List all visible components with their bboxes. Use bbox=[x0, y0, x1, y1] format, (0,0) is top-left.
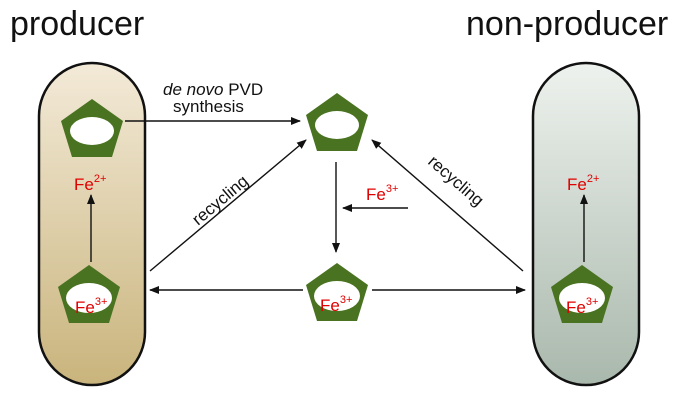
nonproducer-title: non-producer bbox=[466, 5, 668, 43]
fe3-label-center: Fe3+ bbox=[320, 294, 352, 315]
empty-siderophore-icon bbox=[315, 111, 359, 139]
fe3-label-nonproducer: Fe3+ bbox=[566, 296, 598, 317]
recycling-arrow-left bbox=[149, 139, 307, 272]
recycling-label-right: recycling bbox=[424, 152, 487, 210]
synthesis-label-line2: synthesis bbox=[173, 97, 244, 116]
pentagon-icon bbox=[58, 265, 120, 323]
loaded-siderophore-icon bbox=[66, 283, 112, 313]
recycling-arrow-right bbox=[371, 139, 524, 272]
pentagon-icon bbox=[306, 93, 368, 151]
loaded-siderophore-icon bbox=[314, 281, 360, 311]
empty-siderophore-icon bbox=[70, 117, 114, 145]
fe3-free-label: Fe3+ bbox=[366, 183, 398, 204]
pentagon-icon bbox=[61, 99, 123, 157]
recycling-label-left: recycling bbox=[188, 171, 252, 229]
fe2-label-producer: Fe2+ bbox=[74, 173, 106, 194]
pentagon-icon bbox=[551, 265, 613, 323]
pentagon-icon bbox=[306, 263, 368, 321]
producer-title: producer bbox=[10, 5, 144, 43]
loaded-siderophore-icon bbox=[559, 283, 605, 313]
fe2-label-nonproducer: Fe2+ bbox=[567, 173, 599, 194]
synthesis-label-line1: de novo PVD bbox=[163, 80, 263, 99]
fe3-label-producer: Fe3+ bbox=[75, 296, 107, 317]
nonproducer-cell bbox=[531, 61, 641, 387]
